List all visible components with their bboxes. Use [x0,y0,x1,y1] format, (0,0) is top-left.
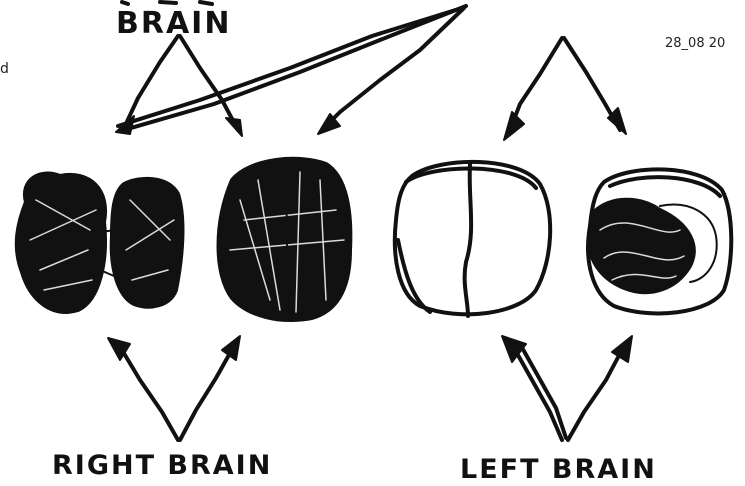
bottom-right-arrows [502,336,632,440]
bottom-left-arrows [108,336,240,440]
arrowhead-icon [504,112,524,140]
dark-split-brain-left [17,174,183,312]
arrowhead-icon [222,336,240,360]
partially-scribbled-brain [588,169,731,313]
right-brain-label: RIGHT BRAIN [52,450,272,481]
left-brain-label: LEFT BRAIN [460,454,657,485]
arrowhead-icon [226,118,242,136]
arrowhead-icon [502,336,526,362]
top-right-arrows [504,38,626,140]
empty-split-brain [395,162,550,316]
clipped-upper-word-marks [122,2,212,4]
arrowhead-icon [612,336,632,362]
dark-whole-brain [219,159,351,320]
top-brain-label: BRAIN [116,6,231,41]
